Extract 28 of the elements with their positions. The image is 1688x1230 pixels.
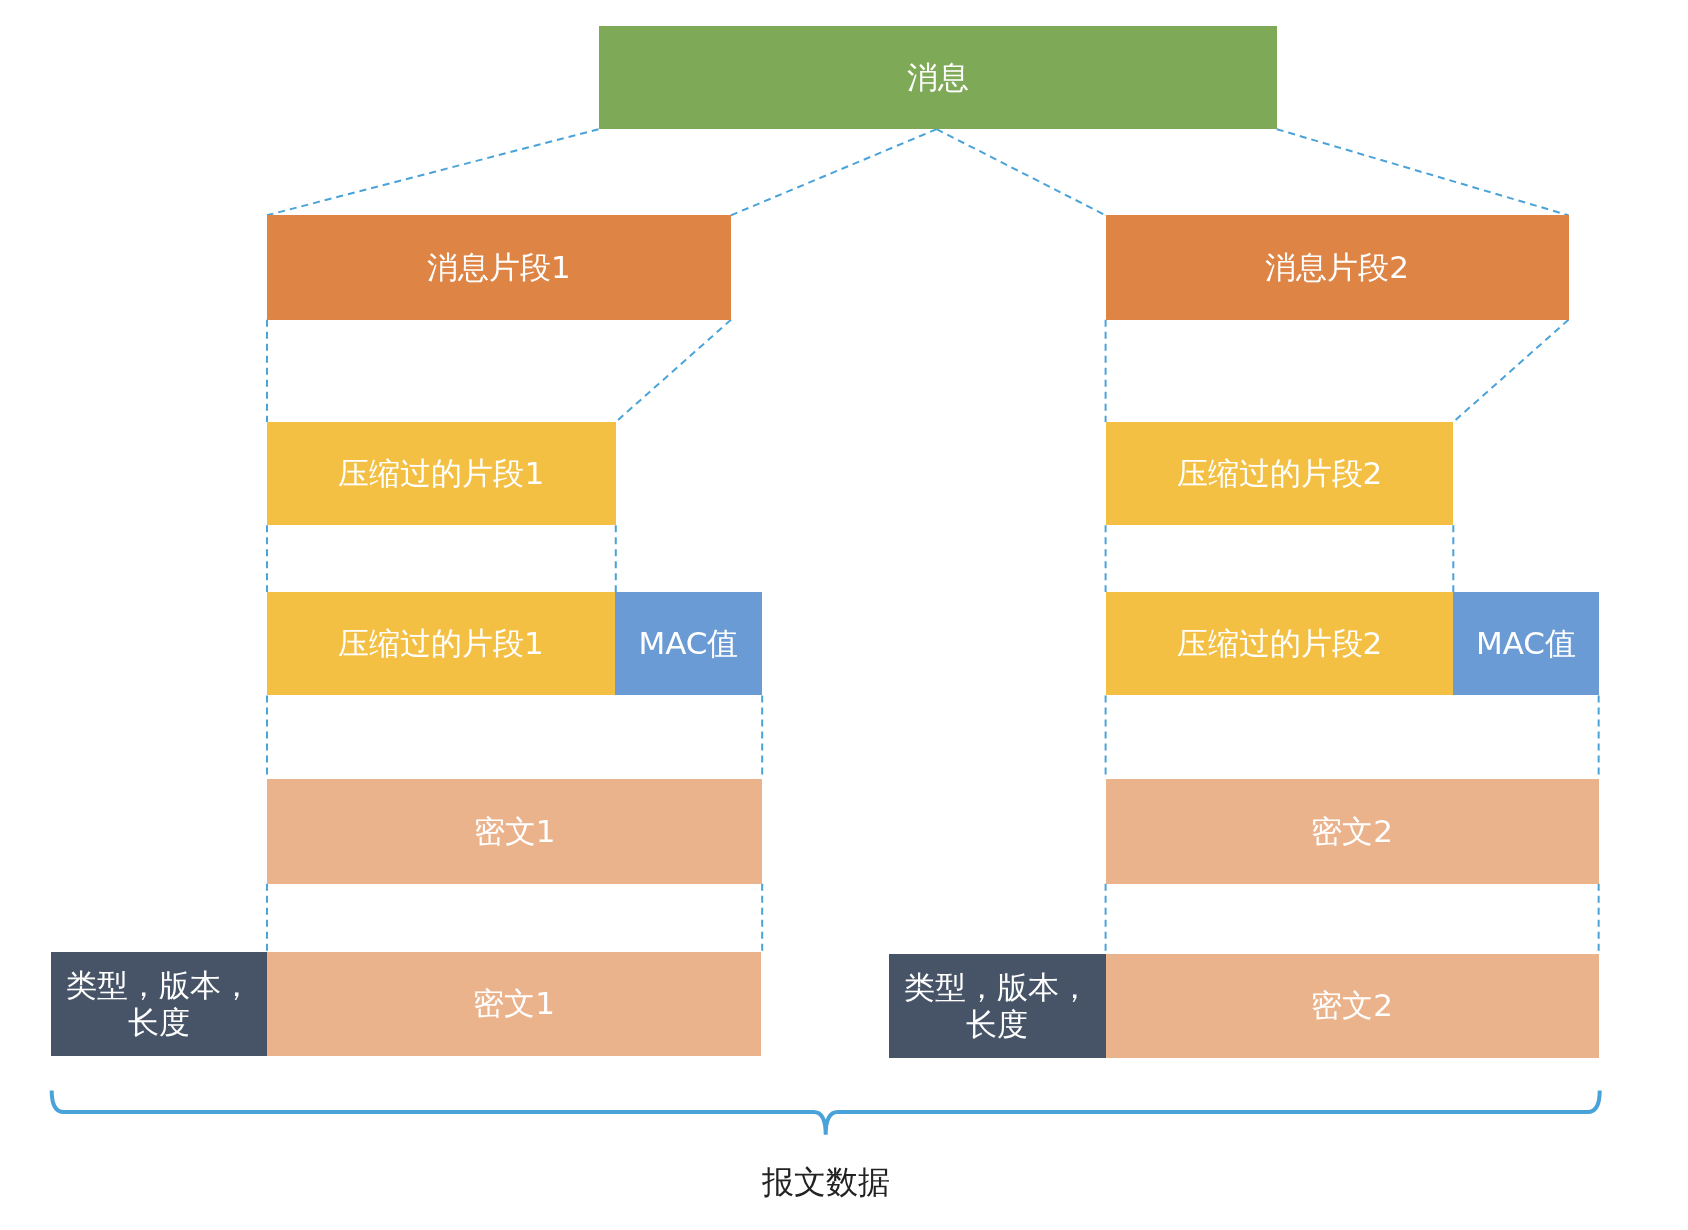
projection-line [1275,128,1570,217]
ciphertext-box: 密文1 [266,951,762,1057]
compressed-box: 压缩过的片段1 [266,422,616,526]
header-box: 类型，版本，长度 [889,953,1106,1059]
compressed-box: 压缩过的片段2 [1105,592,1454,696]
header-box: 类型，版本，长度 [50,951,267,1057]
projection-line [266,882,268,953]
projection-line [1452,524,1455,594]
projection-line [761,882,764,953]
projection-line [1452,318,1570,423]
projection-line [1104,318,1107,423]
projection-line [266,524,268,594]
projection-line [1104,524,1107,594]
projection-line [729,128,938,217]
mac-box: MAC值 [614,592,763,696]
projection-line [266,128,600,217]
ciphertext-box: 密文1 [266,779,763,884]
projection-line [614,524,617,594]
mac-box: MAC值 [1453,592,1599,696]
segment-box: 消息片段1 [266,215,731,320]
ciphertext-box: 密文2 [1105,779,1599,884]
ciphertext-box: 密文2 [1105,953,1599,1059]
footer-label: 报文数据 [760,1161,891,1203]
compressed-box: 压缩过的片段2 [1105,422,1454,526]
message-box: 消息 [598,25,1277,130]
compressed-box: 压缩过的片段1 [266,592,615,696]
projection-line [266,318,268,423]
segment-box: 消息片段2 [1105,215,1569,320]
